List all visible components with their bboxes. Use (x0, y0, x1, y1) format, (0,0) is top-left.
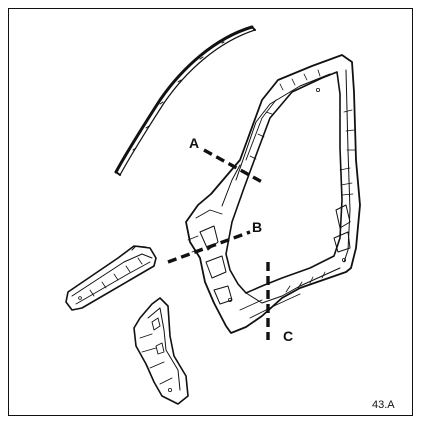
lower-hinge-pillar-part (133, 297, 189, 405)
door-aperture-frame (185, 54, 361, 334)
label-b: B (252, 219, 263, 235)
roof-rail-strip (114, 25, 256, 176)
sill-reinforcement-part (65, 245, 157, 311)
section-line-a (203, 148, 263, 184)
label-a: A (189, 135, 200, 151)
section-line-b (167, 230, 251, 264)
figure-reference: 43.A (372, 399, 395, 411)
section-cut-lines (167, 148, 270, 340)
label-c: C (283, 328, 294, 344)
figure-frame (8, 8, 413, 416)
